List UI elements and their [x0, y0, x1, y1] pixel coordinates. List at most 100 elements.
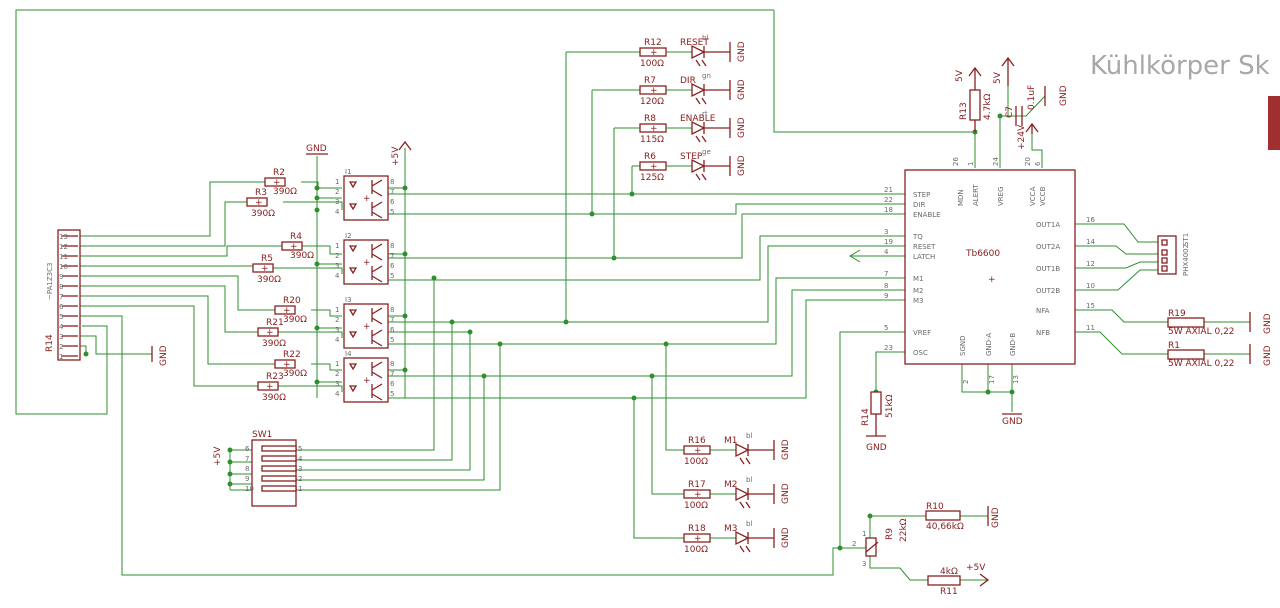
opto-resistor-name: R23	[266, 372, 284, 382]
opto-resistor-mark: +	[290, 242, 298, 252]
connector-pin-number: 8	[59, 283, 63, 291]
optocoupler-pin-number: 5	[390, 208, 394, 216]
optocoupler-transistor	[371, 361, 383, 401]
optocoupler-pin-number: 5	[390, 336, 394, 344]
sw1-name: SW1	[252, 430, 272, 440]
led-color: ge	[702, 148, 711, 156]
optocoupler-transistor	[371, 307, 383, 347]
led-resistor-value: 100Ω	[684, 457, 708, 467]
led-gnd-label: GND	[781, 483, 791, 504]
led-gnd	[704, 80, 731, 100]
ic-right-pin-label: OUT1A	[1036, 221, 1060, 229]
opto-resistor-value: 390Ω	[262, 339, 286, 349]
opto-resistor-value: 390Ω	[257, 275, 281, 285]
ic-top-pin-number: 26	[952, 157, 960, 166]
r13-value: 4.7kΩ	[983, 93, 993, 120]
ic-left-pin-label: M1	[913, 275, 924, 283]
connector-pin-number: 12	[59, 243, 68, 251]
led-gnd-label: GND	[737, 155, 747, 176]
led-label: STEP	[680, 152, 703, 162]
ic-bottom-pin-label: GND-B	[1009, 333, 1017, 356]
sw1-switch	[261, 445, 297, 452]
opto-resistor-name: R4	[290, 232, 302, 242]
ic-right-pin-label: OUT2B	[1036, 287, 1060, 295]
r10-name: R10	[926, 502, 944, 512]
led-color: bl	[746, 476, 752, 484]
led-resistor-mark: +	[650, 86, 658, 96]
led-label: M1	[724, 436, 738, 446]
led-resistor-value: 115Ω	[640, 135, 664, 145]
optocoupler-pin-number: 7	[390, 370, 394, 378]
r13-name: R13	[959, 102, 969, 120]
optocoupler-pin-number: 1	[335, 306, 339, 314]
opto-resistor-name: R2	[273, 168, 285, 178]
opto-resistor-value: 390Ω	[251, 209, 275, 219]
opto-resistor-name: R3	[255, 188, 267, 198]
optocoupler-mark: +	[363, 258, 371, 268]
led-resistor-value: 100Ω	[640, 59, 664, 69]
sw1-left-pin: 9	[245, 475, 249, 483]
opto-resistor-body	[281, 241, 303, 251]
led-resistor-name: R18	[688, 524, 706, 534]
motor-connector-caption: PHX4002	[1182, 244, 1190, 276]
optocoupler-transistor	[371, 243, 383, 283]
led-label: M2	[724, 480, 738, 490]
opto-resistor-body	[257, 381, 279, 391]
optocoupler-led	[348, 181, 358, 211]
led-rays	[739, 457, 751, 465]
ic-top-pin-number: 24	[992, 157, 1000, 166]
led-rays	[695, 135, 707, 143]
opto-resistor-name: R21	[266, 318, 284, 328]
heatsink-block	[1268, 96, 1280, 150]
vcc-opto-label: +5V	[391, 146, 401, 166]
optocoupler-pin-number: 1	[335, 178, 339, 186]
sw1-right-pin: 2	[298, 475, 302, 483]
r9-pin1: 1	[862, 530, 866, 538]
ic-top-pin-label: VCCA	[1029, 186, 1037, 206]
ic-left-pin-number: 21	[884, 186, 893, 194]
led-resistor-value: 120Ω	[640, 97, 664, 107]
optocoupler-pin-number: 4	[335, 390, 340, 398]
ic-right-pin-number: 10	[1086, 282, 1095, 290]
r19-gnd: GND	[1263, 313, 1273, 334]
gnd-ic-label: GND	[1002, 417, 1023, 427]
optocoupler-pin-number: 7	[390, 252, 394, 260]
ic-bottom-pin-label: GND-A	[985, 333, 993, 356]
led-gnd	[748, 440, 775, 460]
led-resistor-name: R6	[644, 152, 656, 162]
optocoupler-pin-number: 3	[335, 198, 339, 206]
opto-resistor-body	[246, 197, 268, 207]
led-color: bl	[746, 432, 752, 440]
r14-osc-gnd: GND	[866, 443, 887, 453]
led-resistor-name: R16	[688, 436, 706, 446]
led-resistor-name: R8	[644, 114, 656, 124]
motor-connector: PHX4002 ST1	[1157, 233, 1190, 276]
ic-bottom-pin-number: 2	[962, 380, 970, 384]
r9-value: 22kΩ	[899, 518, 909, 542]
ic-left-pin-label: VREF	[913, 329, 931, 337]
connector-pin-number: 2	[59, 343, 63, 351]
optocoupler-transistor	[371, 179, 383, 219]
ic-right-pin-number: 16	[1086, 216, 1095, 224]
optocoupler-pin-number: 8	[390, 242, 394, 250]
sw1-right-pin: 3	[298, 465, 302, 473]
optocoupler-name: I4	[345, 350, 352, 358]
optocoupler-pin-number: 2	[335, 252, 339, 260]
ic-left-pin-number: 7	[884, 270, 888, 278]
optocoupler-pin-number: 4	[335, 272, 340, 280]
ic-left-pin-number: 4	[884, 248, 889, 256]
optocoupler-pin-number: 2	[335, 316, 339, 324]
ic-left-pin-number: 5	[884, 324, 888, 332]
